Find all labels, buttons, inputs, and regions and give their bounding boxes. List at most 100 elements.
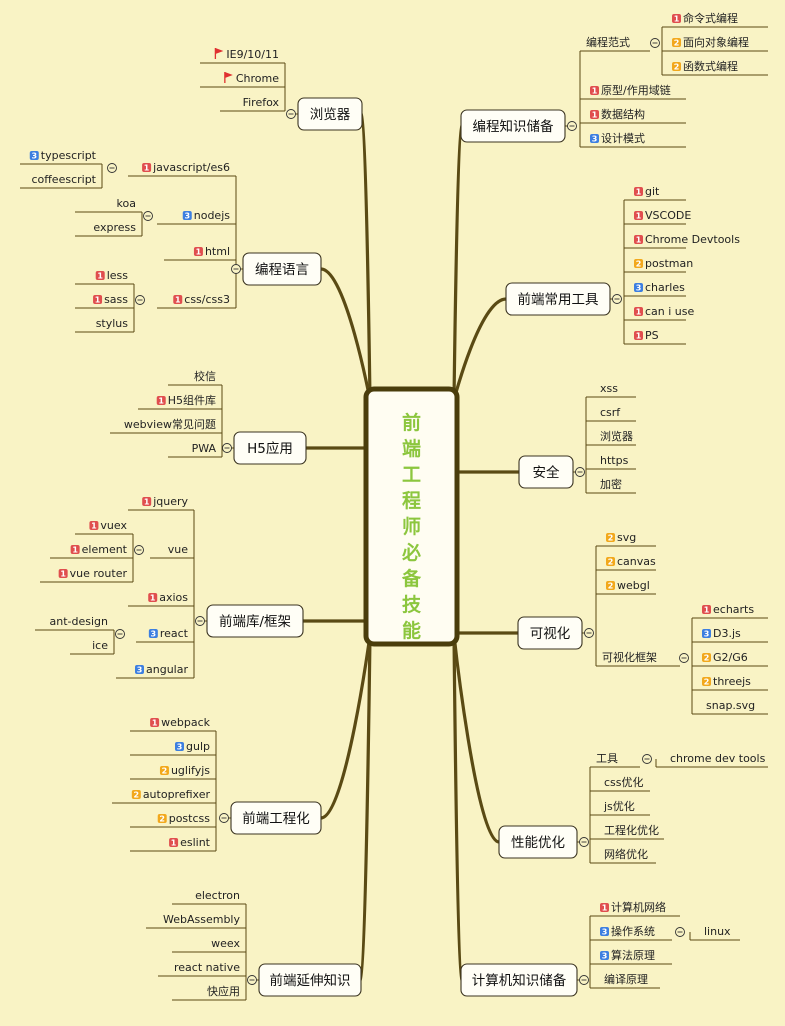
collapse-toggle[interactable]: [575, 467, 585, 477]
topic-perf-2[interactable]: js优化: [603, 799, 635, 813]
branch-fw[interactable]: 前端库/框架: [195, 604, 304, 638]
collapse-toggle[interactable]: [579, 975, 589, 985]
topic-tools-6[interactable]: PS1: [634, 329, 659, 342]
subtopic-fw-3-0[interactable]: ant-design: [50, 615, 109, 628]
collapse-toggle[interactable]: [107, 163, 117, 173]
topic-sec-0[interactable]: xss: [600, 382, 618, 395]
collapse-toggle[interactable]: [134, 545, 144, 555]
branch-browser[interactable]: 浏览器: [286, 97, 363, 131]
central-topic[interactable]: 前端工程师必备技能: [363, 386, 460, 647]
collapse-toggle[interactable]: [222, 443, 232, 453]
topic-perf-3[interactable]: 工程化优化: [604, 823, 659, 837]
subtopic-perf-0-0[interactable]: chrome dev tools: [670, 752, 766, 765]
collapse-toggle[interactable]: [567, 121, 577, 131]
collapse-toggle[interactable]: [286, 109, 296, 119]
topic-sec-3[interactable]: https: [600, 454, 629, 467]
topic-perf-1[interactable]: css优化: [604, 775, 644, 789]
topic-browser-2[interactable]: Firefox: [243, 96, 280, 109]
topic-h5-0[interactable]: 校信: [194, 369, 216, 383]
topic-ext-3[interactable]: react native: [174, 961, 240, 974]
topic-perf-0[interactable]: 工具: [596, 752, 652, 765]
branch-perf[interactable]: 性能优化: [498, 825, 589, 859]
collapse-toggle[interactable]: [231, 264, 241, 274]
topic-perf-4[interactable]: 网络优化: [604, 847, 648, 861]
collapse-toggle[interactable]: [650, 38, 660, 48]
topic-ext-1[interactable]: WebAssembly: [163, 913, 240, 926]
collapse-toggle[interactable]: [247, 975, 257, 985]
collapse-toggle[interactable]: [642, 754, 652, 764]
topic-sec-1[interactable]: csrf: [600, 406, 621, 419]
topic-h5-3[interactable]: PWA: [192, 442, 217, 455]
collapse-toggle[interactable]: [584, 628, 594, 638]
subtopic-lang-1-1[interactable]: express: [93, 221, 136, 234]
subtopic-lang-1-0[interactable]: koa: [117, 197, 136, 210]
topic-h5-2[interactable]: webview常见问题: [124, 418, 216, 431]
collapse-toggle[interactable]: [135, 295, 145, 305]
branch-vis[interactable]: 可视化: [517, 616, 594, 650]
topic-ext-4[interactable]: 快应用: [207, 984, 240, 998]
topic-sec-4[interactable]: 加密: [600, 477, 622, 491]
subtopic-lang-3-2[interactable]: stylus: [96, 317, 129, 330]
branch-ext[interactable]: 前端延伸知识: [247, 963, 362, 997]
subtopic-fw-3-1[interactable]: ice: [92, 639, 108, 652]
branch-eng[interactable]: 前端工程化: [219, 801, 322, 835]
collapse-toggle[interactable]: [579, 837, 589, 847]
topic-browser-1[interactable]: Chrome: [224, 72, 279, 85]
branch-tools[interactable]: 前端常用工具: [505, 282, 622, 316]
branch-h5[interactable]: H5应用: [222, 431, 307, 465]
branch-lang[interactable]: 编程语言: [231, 252, 322, 286]
collapse-toggle[interactable]: [143, 211, 153, 221]
subtopic-vis-3-1[interactable]: D3.js3: [702, 627, 741, 640]
subtopic-vis-3-4[interactable]: snap.svg: [706, 699, 755, 712]
branch-sec[interactable]: 安全: [518, 455, 585, 489]
topic-ext-0[interactable]: electron: [195, 889, 240, 902]
topic-ext-2[interactable]: weex: [211, 937, 240, 950]
subtopic-lang-0-1[interactable]: coffeescript: [31, 173, 96, 186]
collapse-toggle[interactable]: [675, 927, 685, 937]
collapse-toggle[interactable]: [612, 294, 622, 304]
topic-sec-2[interactable]: 浏览器: [600, 429, 633, 443]
topic-browser-0[interactable]: IE9/10/11: [214, 48, 279, 61]
collapse-toggle[interactable]: [219, 813, 229, 823]
topic-cs-3[interactable]: 编译原理: [604, 972, 648, 986]
collapse-toggle[interactable]: [679, 653, 689, 663]
branch-cs[interactable]: 计算机知识储备: [460, 963, 589, 997]
